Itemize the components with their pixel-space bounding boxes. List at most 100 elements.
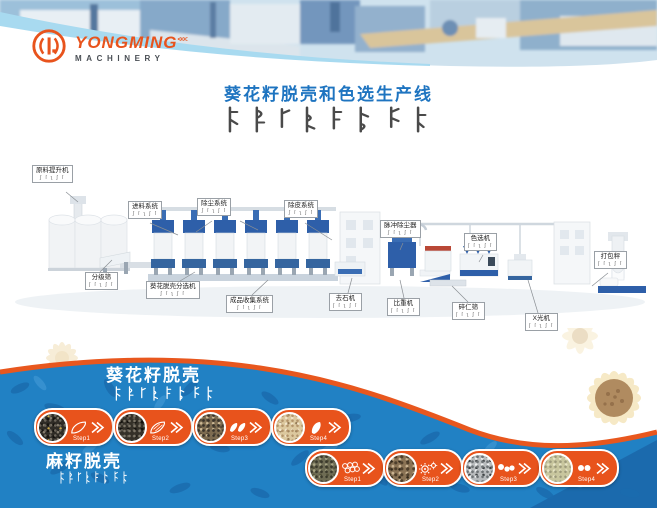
brand-name: YONGMING xyxy=(75,33,178,52)
step-label: Step4 xyxy=(578,477,596,483)
sunflower-seed-outline-icon xyxy=(68,420,90,435)
process-step-badge: Step1 xyxy=(34,408,114,446)
machine-label-text: 葵花脱壳分选机 xyxy=(150,283,196,290)
mongolian-script xyxy=(598,261,623,268)
brand-subtitle: MACHINERY xyxy=(75,54,165,63)
section-heading-hemp: 麻籽脱壳 xyxy=(46,452,122,471)
machine-label-text: 分级筛 xyxy=(91,274,112,281)
mongolian-script-title xyxy=(0,106,657,138)
sunflower-image-top-right xyxy=(562,328,598,354)
step-label: Step2 xyxy=(152,436,170,442)
brand-flourish: <<< xyxy=(177,36,187,44)
mongolian-script xyxy=(384,230,417,237)
step-label: Step1 xyxy=(73,436,91,442)
step-photo-seeds xyxy=(464,452,495,484)
machine-label-text: X光机 xyxy=(532,315,550,322)
mongolian-script xyxy=(529,323,554,330)
machine-label-color-sorter: 色选机 xyxy=(464,233,497,252)
machine-label-text: 脉冲除尘器 xyxy=(384,222,417,229)
mongolian-script xyxy=(150,291,196,298)
machine-label-dust-removal-system: 除尘系统 xyxy=(197,198,231,217)
banner-photo xyxy=(0,0,657,80)
orange-wave-border xyxy=(0,357,657,449)
step-label: Step3 xyxy=(500,477,518,483)
machine-label-feeding-system: 进料系统 xyxy=(128,201,162,220)
one-kernel-icon xyxy=(305,420,327,435)
machine-label-husk-removal-system: 除皮系统 xyxy=(284,200,318,219)
machine-label-x-ray-machine: X光机 xyxy=(525,313,558,332)
yongming-emblem-icon xyxy=(30,27,68,70)
destoner-machine xyxy=(334,261,366,277)
machine-label-packing-scale: 打包秤 xyxy=(594,251,627,270)
two-dots-icon xyxy=(573,463,595,473)
machine-label-pulse-dust-collector: 脉冲除尘器 xyxy=(380,220,421,239)
chevron-right-icon xyxy=(595,462,610,475)
chevron-right-icon xyxy=(248,421,263,434)
step-photo-seeds xyxy=(195,411,226,443)
machine-label-text: 除皮系统 xyxy=(288,202,314,209)
machine-label-dehulling-separator: 葵花脱壳分选机 xyxy=(146,281,200,300)
dehuller-row xyxy=(148,207,338,281)
machine-label-text: 原料提升机 xyxy=(36,167,69,174)
mongolian-script-hemp xyxy=(58,471,130,489)
chevron-right-icon xyxy=(90,421,105,434)
step-label: Step4 xyxy=(310,436,328,442)
chevron-right-icon xyxy=(327,421,342,434)
step-photo-seeds xyxy=(37,411,68,443)
production-line-diagram xyxy=(15,191,646,318)
machine-label-text: 去石机 xyxy=(335,295,356,302)
process-step-badge: Step3 xyxy=(461,449,541,487)
step-photo-seeds xyxy=(116,411,147,443)
step-label: Step3 xyxy=(231,436,249,442)
machine-label-gravity-separator: 比重机 xyxy=(387,298,420,317)
sunflower-image-right xyxy=(587,371,641,425)
process-step-badge: Step1 xyxy=(305,449,385,487)
kernel-sieve-machine xyxy=(429,279,467,287)
chevron-right-icon xyxy=(517,462,532,475)
process-step-badge: Step2 xyxy=(383,449,463,487)
chevron-right-icon xyxy=(361,462,376,475)
step-label: Step1 xyxy=(344,477,362,483)
mongolian-script xyxy=(391,308,416,315)
x-ray-machine xyxy=(507,254,533,280)
step-photo-seeds xyxy=(542,452,573,484)
mongolian-script xyxy=(288,210,314,217)
three-dots-icon xyxy=(495,462,517,474)
process-step-badge: Step2 xyxy=(113,408,193,446)
step-photo-seeds xyxy=(308,452,339,484)
process-step-badge: Step4 xyxy=(539,449,619,487)
seed-cluster-icon xyxy=(339,461,361,476)
sunflower-seed-striped-icon xyxy=(147,420,169,435)
auxiliary-machine xyxy=(424,246,452,272)
step-photo-seeds xyxy=(386,452,417,484)
chevron-right-icon xyxy=(439,462,454,475)
machine-label-text: 进料系统 xyxy=(132,203,158,210)
process-step-badge: Step4 xyxy=(271,408,351,446)
machine-label-raw-material-elevator: 原料提升机 xyxy=(32,165,73,184)
mongolian-script xyxy=(89,282,114,289)
logo: YONGMING<<< MACHINERY xyxy=(30,27,188,70)
machine-label-kernel-sieve: 碎仁筛 xyxy=(452,302,485,321)
machine-label-text: 色选机 xyxy=(470,235,491,242)
storage-tower xyxy=(553,221,591,285)
mongolian-script-sunflower xyxy=(112,386,217,406)
gears-icon xyxy=(417,461,439,476)
machine-label-text: 比重机 xyxy=(393,300,414,307)
chevron-right-icon xyxy=(169,421,184,434)
step-label: Step2 xyxy=(422,477,440,483)
machine-label-text: 除尘系统 xyxy=(201,200,227,207)
machine-label-product-collection-system: 成品收集系统 xyxy=(226,295,273,314)
machine-label-destoner: 去石机 xyxy=(329,293,362,312)
mongolian-script xyxy=(201,208,227,215)
mongolian-script xyxy=(132,211,158,218)
section-heading-sunflower: 葵花籽脱壳 xyxy=(106,366,201,385)
mongolian-script xyxy=(36,175,69,182)
mongolian-script xyxy=(456,312,481,319)
machine-label-text: 碎仁筛 xyxy=(458,304,479,311)
machine-label-text: 打包秤 xyxy=(600,253,621,260)
mongolian-script xyxy=(333,303,358,310)
mongolian-script xyxy=(468,243,493,250)
mongolian-script xyxy=(230,305,269,312)
leader-lines xyxy=(65,191,609,314)
